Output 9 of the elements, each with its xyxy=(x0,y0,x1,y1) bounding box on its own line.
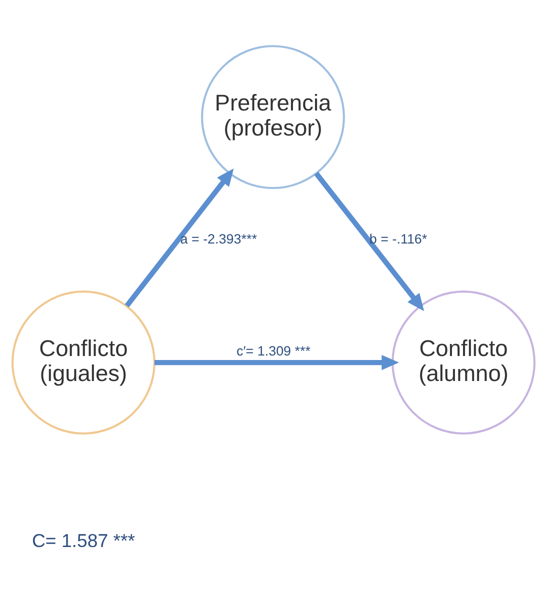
edge-label: b = -.116* xyxy=(369,231,428,246)
arrow xyxy=(154,354,399,370)
arrow xyxy=(314,172,424,312)
edge-label: a = -2.393*** xyxy=(180,231,257,246)
node-circle: Preferencia (profesor) xyxy=(201,45,345,190)
node-circle: Conflicto (iguales) xyxy=(11,290,156,435)
edge-label: c′= 1.309 *** xyxy=(236,344,310,359)
label: C= 1.587 *** xyxy=(32,530,135,551)
arrow xyxy=(124,168,234,308)
